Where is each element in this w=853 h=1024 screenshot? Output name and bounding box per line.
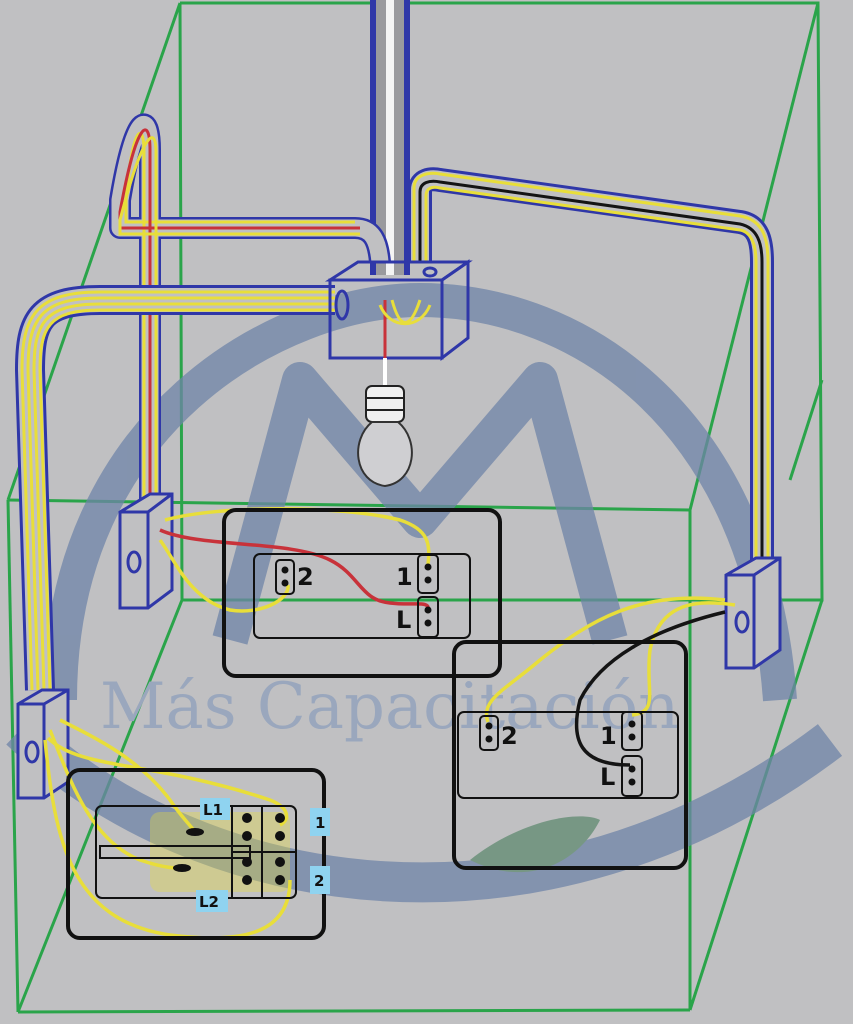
- switch-right-label-2: 2: [501, 722, 518, 750]
- switch-left-terminal-block-l: [417, 596, 439, 638]
- switch-right-label-l: L: [600, 763, 615, 791]
- ceiling-conduit: [370, 0, 410, 275]
- bulb-socket: [365, 385, 405, 423]
- watermark-m-shape: [212, 362, 628, 645]
- wire-lower-loop-2: [46, 736, 289, 827]
- wire-left-box-red-to-l: [159, 528, 430, 611]
- watermark-leaf: [470, 816, 600, 873]
- wire-right-box-to-switch-2: [484, 596, 726, 723]
- intermediate-switch-highlight: [150, 812, 290, 892]
- switch-right-terminal-block-2: [479, 715, 499, 751]
- wire-right-box-black-to-l: [574, 610, 726, 767]
- ceiling-conduit-highlight: [386, 0, 394, 275]
- junction-box-knockout-left: [334, 289, 350, 321]
- intermediate-switch: L1 L2 1 2: [66, 768, 330, 940]
- switch-left-terminal-block-2: [275, 559, 295, 595]
- wall-box-lower-left: [16, 688, 70, 800]
- intermediate-label-l1: L1: [203, 801, 223, 819]
- intermediate-badge-2: [310, 866, 330, 894]
- watermark-swoosh-bottom: [6, 715, 843, 903]
- wire-lower-box-to-l1: [59, 718, 197, 834]
- conduit-left-switch-to-box: [109, 113, 391, 500]
- room-edge-floor-front: [17, 1008, 691, 1014]
- field-wiring: [43, 507, 736, 940]
- conduit-box-to-right-switch: [408, 167, 774, 560]
- conduit-left-wall-to-box: [15, 285, 335, 691]
- switch-right-label-1: 1: [600, 722, 617, 750]
- switch-left: 2 1 L: [222, 508, 502, 678]
- intermediate-badge-l2: [196, 890, 228, 912]
- switch-right: 2 1 L: [452, 640, 688, 870]
- wire-lower-loop: [43, 739, 292, 940]
- wall-box-right: [724, 556, 782, 670]
- junction-box-knockout-right: [422, 266, 438, 278]
- watermark-text: Más Capacitación: [100, 670, 679, 744]
- bulb-glass: [357, 421, 413, 488]
- intermediate-label-l2: L2: [199, 893, 219, 911]
- wire-left-box-to-switch-2: [158, 538, 290, 613]
- ceiling-junction-box: [324, 259, 473, 362]
- switch-right-plate: [457, 711, 679, 799]
- room-edge-right-inner: [788, 379, 824, 481]
- wall-box-left: [118, 492, 174, 610]
- bulb-cable: [383, 358, 387, 388]
- switch-right-terminal-block-l: [621, 755, 643, 797]
- switch-right-terminal-block-1: [621, 711, 643, 751]
- intermediate-label-1: 1: [315, 814, 325, 832]
- switch-left-plate: [253, 553, 471, 639]
- switch-left-label-1: 1: [396, 563, 413, 591]
- wire-left-box-to-switch-1: [164, 507, 431, 566]
- intermediate-badge-l1: [200, 798, 230, 820]
- wire-right-box-to-switch-1: [631, 601, 736, 717]
- switch-left-terminal-block-1: [417, 554, 439, 594]
- room-edge-front-left: [6, 499, 20, 1013]
- light-bulb: [357, 358, 413, 488]
- junction-box-side: [440, 259, 470, 362]
- switch-left-label-l: L: [396, 606, 411, 634]
- intermediate-switch-frame: [66, 768, 326, 940]
- intermediate-badge-1: [310, 808, 330, 836]
- switch-right-frame: [452, 640, 688, 870]
- switch-left-frame: [222, 508, 502, 678]
- intermediate-label-2: 2: [314, 872, 324, 890]
- switch-left-label-2: 2: [297, 563, 314, 591]
